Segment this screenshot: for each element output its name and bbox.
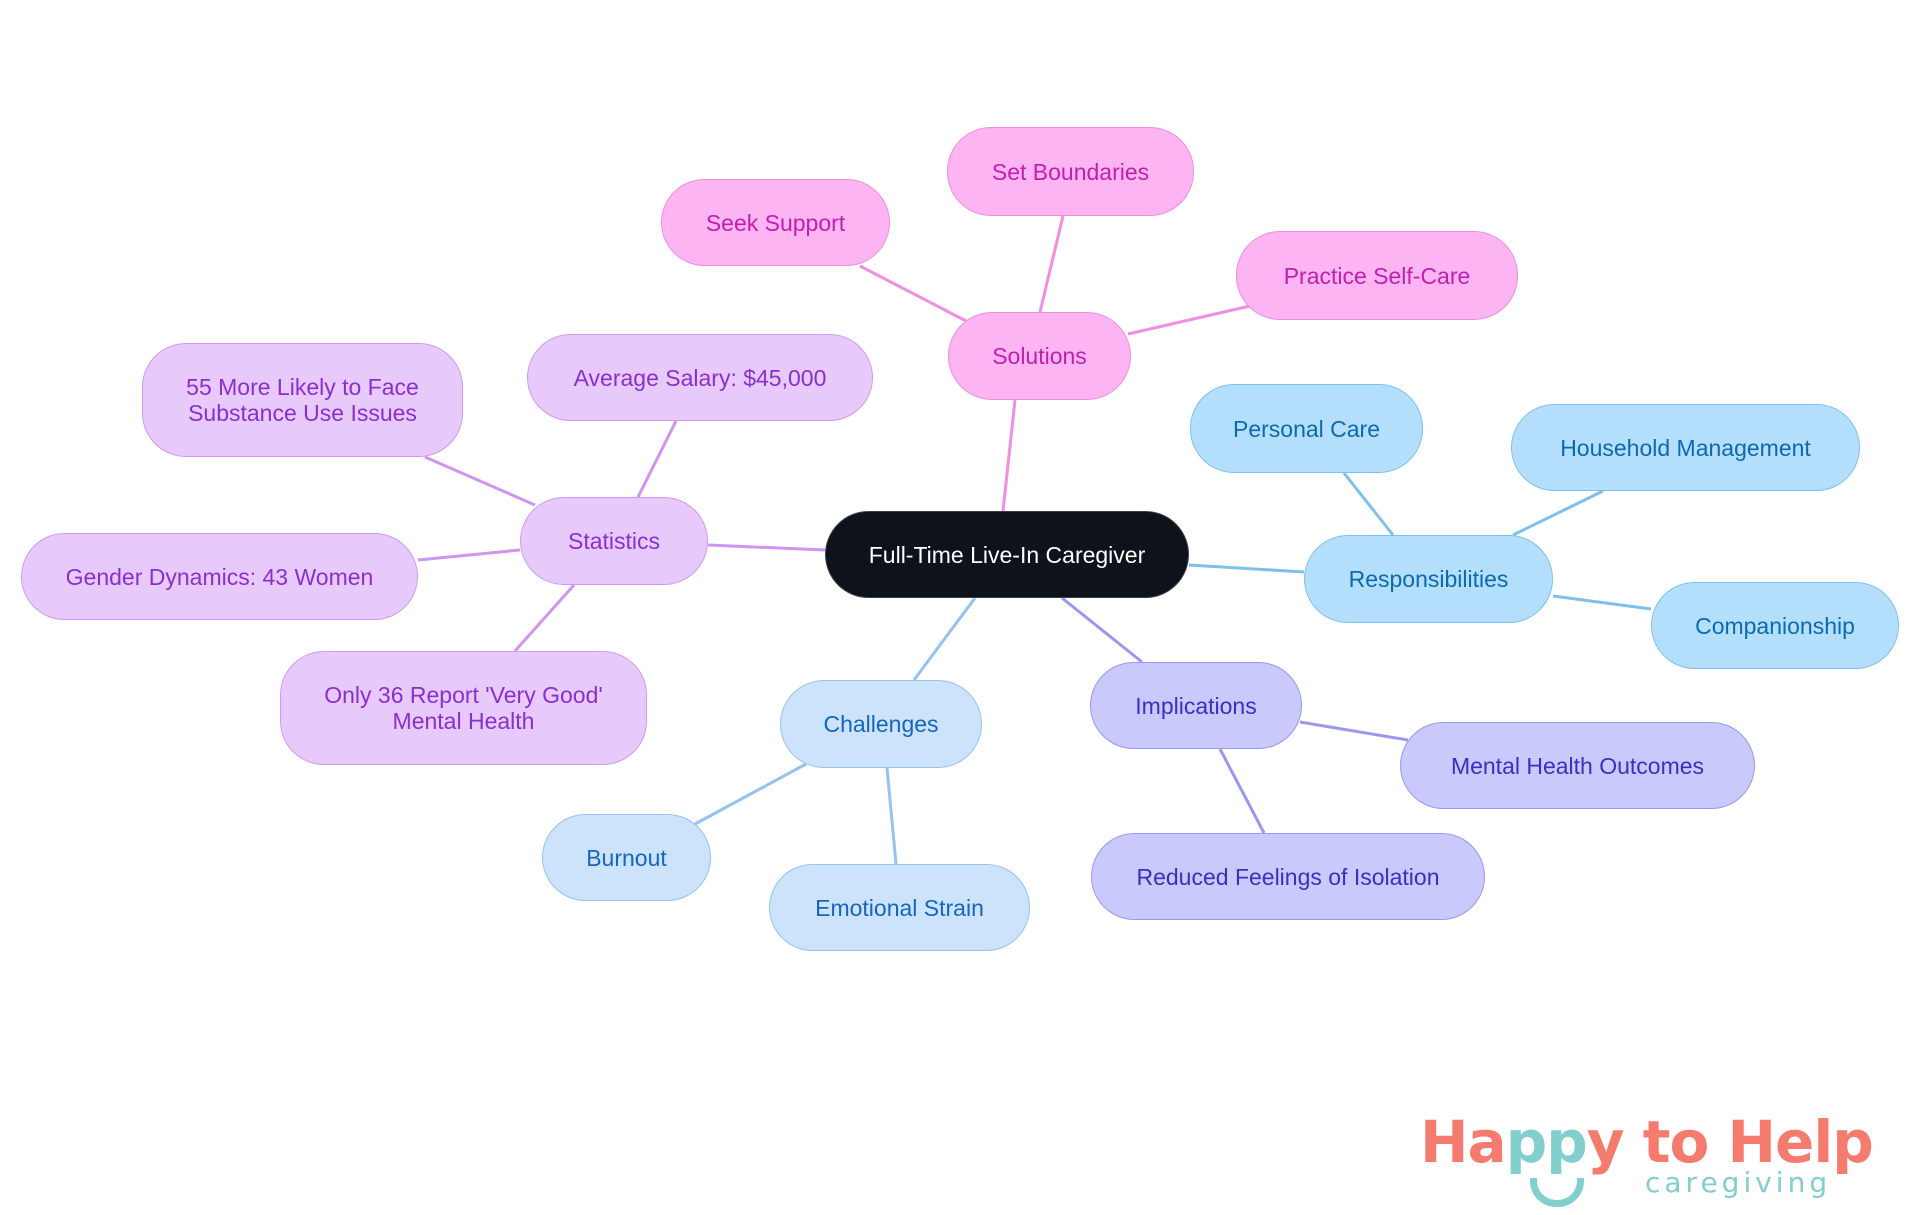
root-node[interactable]: Full-Time Live-In Caregiver (825, 511, 1189, 598)
node-emotional-strain[interactable]: Emotional Strain (769, 864, 1030, 951)
node-seek-support[interactable]: Seek Support (661, 179, 890, 266)
brand-logo: Happy to Help caregiving (1420, 1108, 1880, 1208)
smile-icon (1530, 1178, 1584, 1207)
node-practice-self-care[interactable]: Practice Self-Care (1236, 231, 1518, 320)
node-mental-health-outcomes[interactable]: Mental Health Outcomes (1400, 722, 1755, 809)
node-reduced-isolation[interactable]: Reduced Feelings of Isolation (1091, 833, 1485, 920)
node-average-salary[interactable]: Average Salary: $45,000 (527, 334, 873, 421)
logo-subtitle: caregiving (1645, 1166, 1832, 1199)
logo-text-part3: y to Help (1586, 1108, 1874, 1176)
node-set-boundaries[interactable]: Set Boundaries (947, 127, 1194, 216)
node-household-management[interactable]: Household Management (1511, 404, 1860, 491)
node-burnout[interactable]: Burnout (542, 814, 711, 901)
node-companionship[interactable]: Companionship (1651, 582, 1899, 669)
node-statistics[interactable]: Statistics (520, 497, 708, 585)
logo-text-part2: pp (1505, 1108, 1588, 1176)
node-gender-dynamics[interactable]: Gender Dynamics: 43 Women (21, 533, 418, 620)
node-mental-health-report[interactable]: Only 36 Report 'Very Good' Mental Health (280, 651, 647, 765)
node-implications[interactable]: Implications (1090, 662, 1302, 749)
node-challenges[interactable]: Challenges (780, 680, 982, 768)
node-personal-care[interactable]: Personal Care (1190, 384, 1423, 473)
node-solutions[interactable]: Solutions (948, 312, 1131, 400)
node-responsibilities[interactable]: Responsibilities (1304, 535, 1553, 623)
node-substance-use[interactable]: 55 More Likely to Face Substance Use Iss… (142, 343, 463, 457)
logo-text-part1: Ha (1420, 1108, 1507, 1176)
